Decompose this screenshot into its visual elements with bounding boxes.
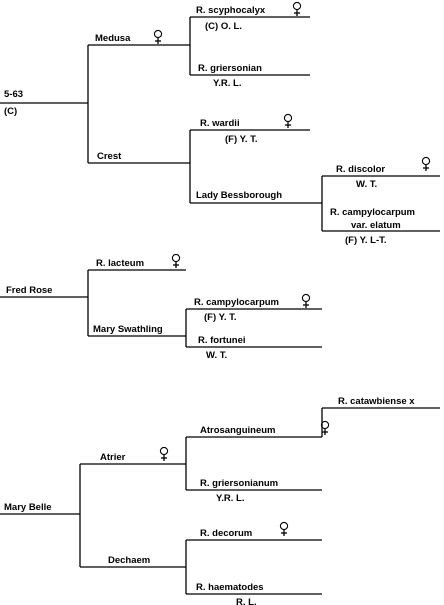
hybrid-name: Atrosanguineum [200,425,275,436]
species-name: R. griersonian [198,63,262,74]
parent-name: Dechaem [108,555,150,566]
female-symbol-icon [301,293,311,308]
species-note: (F) Y. T. [204,312,237,323]
species-name: R. wardii [200,118,240,129]
species-name: R. griersonianum [200,478,278,489]
pedigree-fred-rose: Fred Rose R. lacteum Mary Swathling R. c… [0,258,322,361]
species-note: Y.R. L. [216,493,245,504]
species-name: R. haematodes [196,582,264,593]
hybrid-name: Mary Swathling [93,324,163,335]
root-note: (C) [4,106,17,117]
female-symbol-icon [283,113,293,128]
species-note: (F) Y. T. [225,134,258,145]
species-note: Y.R. L. [213,78,242,89]
parent-name: Medusa [95,33,131,44]
species-name: R. lacteum [96,258,144,269]
species-note: W. T. [206,350,227,361]
species-note: (C) O. L. [205,21,242,32]
parent-name: Crest [97,151,122,162]
pedigree-mary-belle: Mary Belle Atrier Dechaem Atrosanguineum… [0,396,440,605]
root-name: Mary Belle [4,502,52,513]
female-symbol-icon [159,446,169,461]
species-name: R. catawbiense x [338,396,415,407]
root-name: 5-63 [4,89,23,100]
species-note: R. L. [236,597,257,605]
female-symbol-icon [279,521,289,536]
species-name: R. campylocarpum [330,207,415,218]
species-name: R. fortunei [198,335,246,346]
female-symbol-icon [292,1,302,16]
species-name: R. campylocarpum [194,297,279,308]
female-symbol-icon [153,29,163,44]
species-variety: var. elatum [351,220,401,231]
hybrid-name: Lady Bessborough [196,190,282,201]
female-symbol-icon [320,420,330,435]
species-note: W. T. [356,179,377,190]
root-name: Fred Rose [6,285,52,296]
pedigree-5-63: 5-63 (C) Medusa Crest R. scyphocalyx (C)… [0,5,440,246]
species-note: (F) Y. L-T. [345,235,387,246]
species-name: R. discolor [336,164,385,175]
species-name: R. decorum [200,528,252,539]
female-symbol-icon [421,156,431,171]
parent-name: Atrier [100,452,126,463]
female-symbol-icon [171,253,181,268]
species-name: R. scyphocalyx [196,5,266,16]
